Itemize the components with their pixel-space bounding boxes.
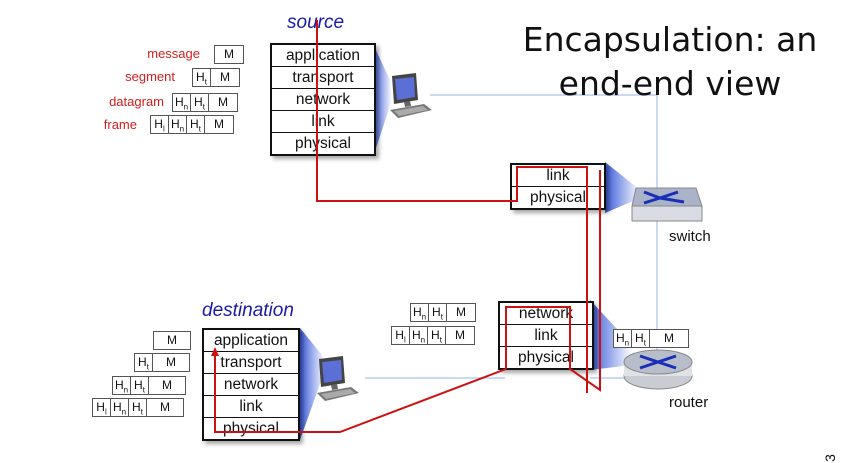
source-label: source: [287, 12, 345, 33]
slide-title: Encapsulation: an end-end view: [505, 18, 835, 106]
transport-header: Ht: [428, 327, 446, 344]
source-layer-network: network: [272, 89, 374, 111]
desktop-computer-icon: [390, 73, 432, 118]
source-layer-physical: physical: [295, 135, 351, 152]
slide-title-line-1: Encapsulation: an: [522, 20, 818, 59]
path-router-to-destination: [214, 352, 507, 433]
transport-header: Ht: [193, 69, 211, 86]
pdu-label-frame: frame: [103, 117, 137, 132]
page-number: 3: [821, 454, 838, 462]
pdu-message: M: [214, 45, 244, 64]
router-forward-datagram: Hn Ht M: [613, 329, 689, 348]
network-header: Hn: [173, 94, 191, 111]
network-header: Hn: [411, 304, 429, 321]
arrow-up-icon: [211, 347, 219, 356]
payload-m: M: [224, 47, 234, 61]
transport-header: Ht: [429, 304, 447, 321]
transport-header: Ht: [129, 399, 147, 416]
network-header: Hn: [614, 330, 632, 347]
pdu-datagram: Hn Ht M: [172, 93, 238, 112]
link-header: Hl: [151, 116, 169, 133]
source-layer-application: application: [272, 45, 374, 67]
payload-m: M: [220, 70, 230, 84]
transport-header: Ht: [131, 377, 149, 394]
router-layer-link: link: [500, 325, 592, 347]
network-header: Hn: [169, 116, 187, 133]
link-header: Hl: [93, 399, 111, 416]
network-header: Hn: [111, 399, 129, 416]
desktop-computer-icon: [317, 356, 359, 401]
destination-projection-cone: [300, 328, 325, 440]
switch-label: switch: [669, 228, 711, 245]
switch-layer-link: link: [512, 165, 604, 187]
payload-m: M: [455, 328, 465, 342]
switch-projection-cone: [605, 162, 640, 213]
dest-pdu-segment: Ht M: [134, 353, 190, 372]
payload-m: M: [167, 333, 177, 347]
pdu-label-datagram: datagram: [109, 94, 164, 109]
destination-layer-network: network: [204, 374, 298, 396]
switch-layer-physical: physical: [530, 189, 586, 206]
router-protocol-stack: network link physical: [498, 301, 594, 370]
source-layer-transport: transport: [272, 67, 374, 89]
transport-header: Ht: [191, 94, 209, 111]
payload-m: M: [162, 378, 172, 392]
switch-protocol-stack: link physical: [510, 163, 606, 210]
destination-layer-application: application: [204, 330, 298, 352]
path-source-to-router: [316, 20, 588, 393]
switch-icon: [631, 187, 703, 222]
payload-m: M: [160, 400, 170, 414]
destination-label: destination: [202, 300, 294, 321]
pdu-label-segment: segment: [125, 69, 175, 84]
pdu-segment: Ht M: [192, 68, 240, 87]
router-pdu-datagram: Hn Ht M: [410, 303, 476, 322]
payload-m: M: [456, 305, 466, 319]
router-layer-physical: physical: [518, 349, 574, 366]
router-icon: [623, 349, 693, 390]
slide-title-line-2: end-end view: [558, 64, 782, 103]
network-header: Hn: [410, 327, 428, 344]
router-pdu-frame: Hl Hn Ht M: [391, 326, 475, 345]
payload-m: M: [214, 117, 224, 131]
payload-m: M: [218, 95, 228, 109]
destination-layer-link: link: [204, 396, 298, 418]
dest-pdu-frame: Hl Hn Ht M: [92, 398, 184, 417]
payload-m: M: [664, 331, 674, 345]
router-layer-network: network: [500, 303, 592, 325]
transport-header: Ht: [187, 116, 205, 133]
network-header: Hn: [113, 377, 131, 394]
source-projection-cone: [373, 44, 392, 157]
path-router-loop: [505, 170, 601, 392]
destination-layer-transport: transport: [204, 352, 298, 374]
pdu-label-message: message: [147, 46, 200, 61]
link-header: Hl: [392, 327, 410, 344]
transport-header: Ht: [632, 330, 650, 347]
transport-header: Ht: [135, 354, 153, 371]
pdu-frame: Hl Hn Ht M: [150, 115, 234, 134]
router-label: router: [669, 394, 709, 411]
dest-pdu-datagram: Hn Ht M: [112, 376, 186, 395]
dest-pdu-message: M: [153, 331, 191, 350]
payload-m: M: [166, 355, 176, 369]
